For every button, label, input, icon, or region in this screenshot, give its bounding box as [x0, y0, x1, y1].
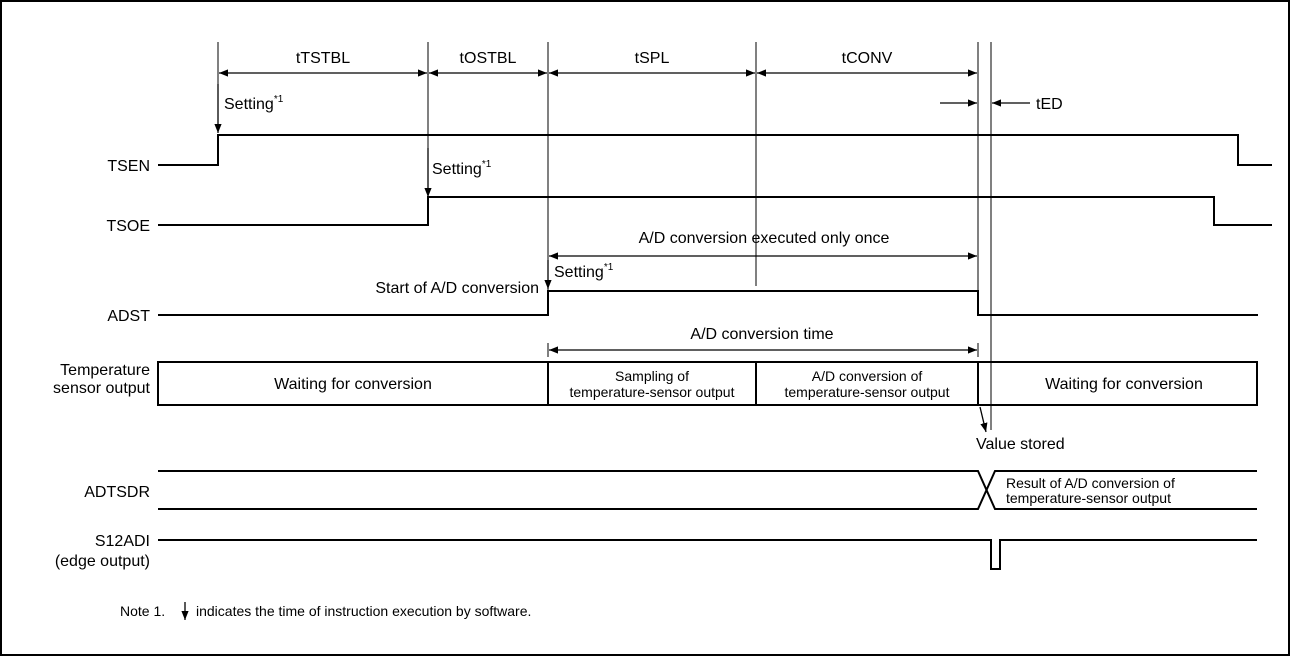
once-dimension: A/D conversion executed only once — [549, 230, 977, 260]
svg-text:Setting*1: Setting*1 — [224, 94, 284, 113]
down-arrow-icon — [979, 406, 988, 433]
timing-guides — [217, 42, 992, 430]
s12adi-label-line1: S12ADI — [95, 533, 150, 550]
t-conv-label: tCONV — [842, 50, 893, 67]
tsoe-label: TSOE — [106, 218, 150, 235]
setting-mark-adst: Setting*1 — [544, 260, 614, 289]
footnote: Note 1. indicates the time of instructio… — [120, 602, 531, 620]
waiting-right-label: Waiting for conversion — [1045, 376, 1203, 393]
signal-tsoe: TSOE — [106, 196, 1272, 235]
adtsdr-result-line1: Result of A/D conversion of — [1006, 475, 1175, 491]
conv-time-dimension: A/D conversion time — [547, 326, 979, 357]
conv-time-label: A/D conversion time — [690, 326, 833, 343]
setting-mark-tsen: Setting*1 — [214, 84, 284, 133]
ad-conv-label-2: temperature-sensor output — [785, 384, 950, 400]
t-spl-label: tSPL — [635, 50, 670, 67]
temp-label-line1: Temperature — [60, 362, 150, 379]
note-prefix: Note 1. — [120, 603, 165, 619]
adtsdr-label: ADTSDR — [84, 484, 150, 501]
sampling-label-2: temperature-sensor output — [570, 384, 735, 400]
t-ostbl-label: tOSTBL — [460, 50, 517, 67]
start-ad-label: Start of A/D conversion — [375, 280, 539, 297]
value-stored-mark: Value stored — [976, 406, 1065, 453]
t-tstbl-label: tTSTBL — [296, 50, 350, 67]
svg-text:Setting*1: Setting*1 — [554, 262, 614, 281]
signal-s12adi: S12ADI (edge output) — [55, 533, 1257, 570]
s12adi-label-line2: (edge output) — [55, 553, 150, 570]
waiting-left-label: Waiting for conversion — [274, 376, 432, 393]
adtsdr-result-line2: temperature-sensor output — [1006, 490, 1171, 506]
signal-adst: Start of A/D conversion ADST — [107, 280, 1258, 325]
setting-mark-tsoe: Setting*1 — [424, 148, 492, 197]
timing-dimensions: tTSTBL tOSTBL tSPL tCONV tED — [219, 50, 1063, 113]
temp-label-line2: sensor output — [53, 380, 151, 397]
value-stored-label: Value stored — [976, 436, 1065, 453]
ad-conv-label-1: A/D conversion of — [812, 368, 923, 384]
adst-label: ADST — [107, 308, 150, 325]
svg-text:Setting*1: Setting*1 — [432, 159, 492, 178]
tsen-label: TSEN — [107, 158, 150, 175]
note-text: indicates the time of instruction execut… — [196, 603, 531, 619]
signal-adtsdr: ADTSDR Result of A/D conversion of tempe… — [84, 470, 1257, 510]
signal-tsen: TSEN — [107, 134, 1272, 175]
sampling-label-1: Sampling of — [615, 368, 689, 384]
once-label: A/D conversion executed only once — [639, 230, 890, 247]
t-ed-label: tED — [1036, 96, 1063, 113]
signal-temperature-sensor-output: Temperature sensor output Waiting for co… — [53, 361, 1258, 406]
